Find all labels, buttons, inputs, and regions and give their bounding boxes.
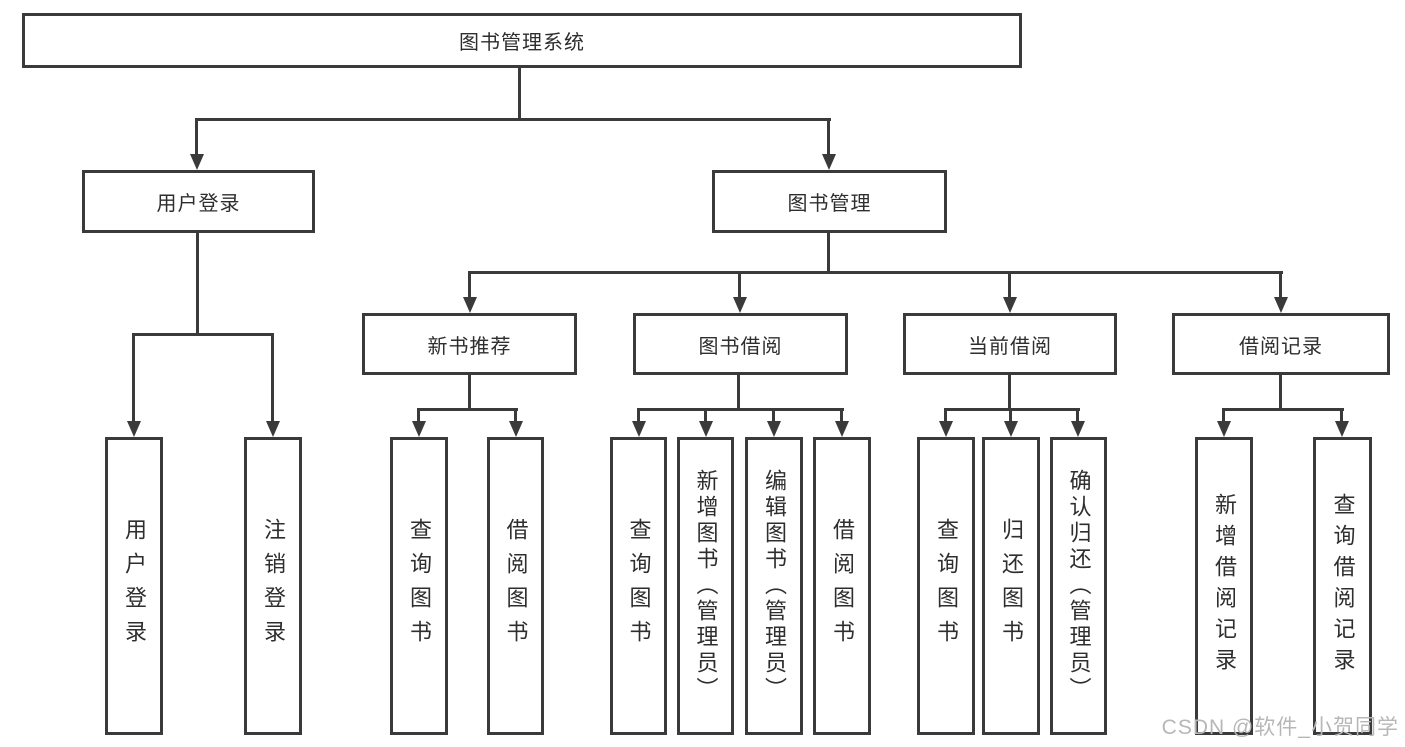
connector-user-login-stem (196, 233, 199, 335)
connector-level3-split (468, 271, 1283, 274)
leaf-add-borrow-record: 新增借阅记录 (1195, 437, 1253, 735)
connector-level2-split (195, 118, 831, 121)
connector-leaf-drop (417, 408, 420, 423)
arrow-down-icon (412, 421, 426, 437)
arrow-down-icon (1071, 421, 1085, 437)
connector-current-borrow-stem (1008, 375, 1011, 411)
leaf-return-books-label: 归还图书 (999, 518, 1024, 654)
connector-leaf-drop (1076, 408, 1079, 423)
connector-new-books-stem (468, 375, 471, 411)
arrow-down-icon (1004, 421, 1018, 437)
leaf-user-login-label: 用户登录 (122, 518, 147, 654)
node-new-book-recommend: 新书推荐 (362, 313, 577, 375)
leaf-query-books-borrowing-label: 查询图书 (626, 518, 652, 654)
connector-level3-drop (468, 271, 471, 299)
connector-book-mgmt-drop (827, 118, 830, 158)
arrow-down-icon (463, 297, 477, 313)
arrow-down-icon (1274, 297, 1288, 313)
connector-book-mgmt-stem (827, 233, 830, 273)
connector-level3-drop (1008, 271, 1011, 299)
leaf-logout-label: 注销登录 (261, 518, 286, 654)
csdn-watermark: CSDN @软件_小贺同学 (1161, 716, 1399, 739)
connector-book-borrow-split (637, 408, 844, 411)
leaf-query-books-current: 查询图书 (917, 437, 975, 735)
leaf-add-books-admin: 新增图书（管理员） (677, 437, 734, 735)
connector-leaf-drop (271, 333, 274, 423)
leaf-query-books-recommend-label: 查询图书 (407, 518, 432, 654)
connector-leaf-drop (132, 333, 135, 423)
node-borrowing-records-label: 借阅记录 (1239, 335, 1323, 358)
leaf-confirm-return-admin: 确认归还（管理员） (1050, 437, 1107, 735)
arrow-down-icon (822, 154, 836, 170)
connector-root-stem (518, 68, 521, 120)
leaf-add-borrow-record-label: 新增借阅记录 (1212, 493, 1237, 679)
connector-leaf-drop (514, 408, 517, 423)
node-book-management-label: 图书管理 (787, 193, 872, 215)
arrow-down-icon (1335, 421, 1349, 437)
connector-leaf-drop (944, 408, 947, 423)
connector-borrow-records-stem (1279, 375, 1282, 411)
node-current-borrowing: 当前借阅 (903, 313, 1117, 375)
leaf-user-login: 用户登录 (105, 437, 163, 735)
connector-leaf-drop (637, 408, 640, 423)
arrow-down-icon (939, 421, 953, 437)
leaf-borrow-books-recommend: 借阅图书 (487, 437, 544, 735)
leaf-edit-books-admin-label: 编辑图书（管理员） (762, 469, 787, 703)
arrow-down-icon (699, 421, 713, 437)
node-book-borrowing-label: 图书借阅 (698, 335, 783, 358)
leaf-return-books: 归还图书 (982, 437, 1040, 735)
node-borrowing-records: 借阅记录 (1172, 313, 1390, 375)
node-user-login: 用户登录 (82, 170, 315, 233)
connector-new-books-split (417, 408, 518, 411)
leaf-query-borrow-record: 查询借阅记录 (1313, 437, 1372, 735)
arrow-down-icon (190, 154, 204, 170)
arrow-down-icon (1217, 421, 1231, 437)
arrow-down-icon (1003, 297, 1017, 313)
node-root-system-label: 图书管理系统 (459, 32, 585, 54)
connector-leaf-drop (840, 408, 843, 423)
node-book-borrowing: 图书借阅 (633, 313, 848, 375)
node-new-book-recommend-label: 新书推荐 (427, 335, 512, 358)
leaf-confirm-return-admin-label: 确认归还（管理员） (1066, 469, 1092, 703)
node-user-login-label: 用户登录 (156, 193, 241, 215)
leaf-borrow-books: 借阅图书 (813, 437, 871, 735)
arrow-down-icon (767, 421, 781, 437)
connector-leaf-drop (704, 408, 707, 423)
arrow-down-icon (127, 421, 141, 437)
node-current-borrowing-label: 当前借阅 (968, 335, 1052, 358)
leaf-borrow-books-label: 借阅图书 (830, 518, 855, 654)
node-book-management: 图书管理 (712, 170, 947, 233)
connector-book-borrow-stem (737, 375, 740, 411)
connector-current-borrow-split (944, 408, 1080, 411)
leaf-add-books-admin-label: 新增图书（管理员） (693, 469, 719, 703)
leaf-query-books-borrowing: 查询图书 (610, 437, 667, 735)
leaf-borrow-books-recommend-label: 借阅图书 (503, 518, 529, 654)
arrow-down-icon (266, 421, 280, 437)
arrow-down-icon (733, 297, 747, 313)
arrow-down-icon (509, 421, 523, 437)
leaf-query-books-current-label: 查询图书 (934, 518, 959, 654)
node-root-system: 图书管理系统 (22, 13, 1022, 68)
leaf-query-books-recommend: 查询图书 (390, 437, 448, 735)
connector-level3-drop (1279, 271, 1282, 299)
leaf-edit-books-admin: 编辑图书（管理员） (745, 437, 803, 735)
connector-level3-drop (738, 271, 741, 299)
leaf-query-borrow-record-label: 查询借阅记录 (1330, 493, 1356, 679)
arrow-down-icon (632, 421, 646, 437)
connector-leaf-drop (1340, 408, 1343, 423)
connector-user-login-drop (195, 118, 198, 158)
connector-user-login-split (132, 333, 274, 336)
leaf-logout: 注销登录 (244, 437, 302, 735)
connector-leaf-drop (1009, 408, 1012, 423)
connector-leaf-drop (1222, 408, 1225, 423)
connector-borrow-records-split (1222, 408, 1344, 411)
connector-leaf-drop (772, 408, 775, 423)
arrow-down-icon (835, 421, 849, 437)
